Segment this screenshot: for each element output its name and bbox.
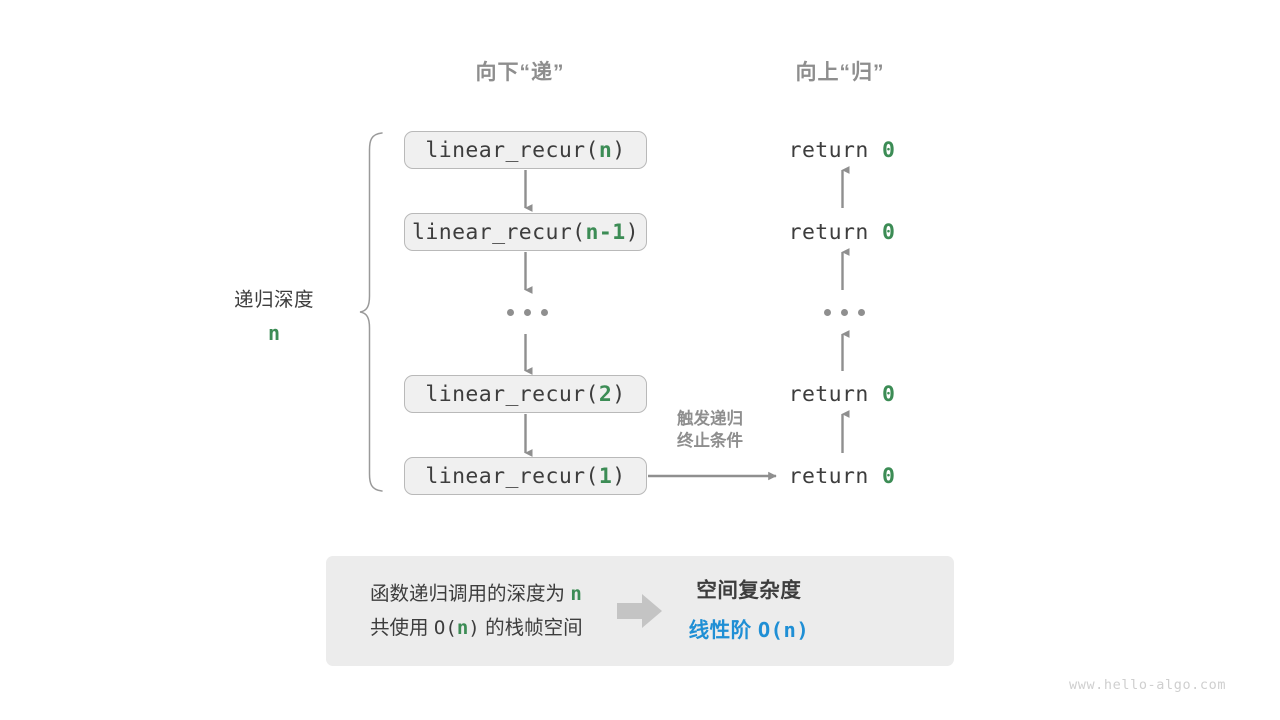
call-box-3-arg: 2	[598, 381, 613, 407]
call-box-4-prefix: linear_recur(	[425, 463, 599, 489]
complexity-title: 空间复杂度	[696, 578, 802, 602]
ellipsis-dot	[841, 309, 848, 316]
call-box-1-arg: n-1	[585, 219, 626, 245]
return-keyword: return	[788, 382, 869, 407]
summary-panel: 函数递归调用的深度为 n 共使用 O(n) 的栈帧空间 空间复杂度 线性阶 O(…	[326, 556, 954, 666]
summary-description: 函数递归调用的深度为 n 共使用 O(n) 的栈帧空间	[326, 577, 583, 646]
ellipsis-dot	[507, 309, 514, 316]
recursion-depth-value: n	[267, 321, 281, 345]
call-box-1-suffix: )	[625, 219, 639, 245]
summary-line-2-value: n	[456, 617, 469, 639]
summary-line-2-text-a: 共使用	[370, 617, 434, 639]
complexity-order-label: 线性阶	[688, 618, 758, 642]
return-label-0: return 0	[742, 138, 942, 163]
call-box-0: linear_recur(n)	[404, 131, 647, 169]
return-keyword: return	[788, 138, 869, 163]
return-label-1: return 0	[742, 220, 942, 245]
complexity-value: 线性阶 O(n)	[689, 614, 810, 648]
call-stack-ellipsis	[507, 309, 548, 316]
column-header-descend: 向下“递”	[475, 61, 565, 84]
recursion-depth-label: 递归深度 n	[174, 283, 374, 345]
ellipsis-dot	[541, 309, 548, 316]
watermark: www.hello-algo.com	[1069, 677, 1227, 693]
call-box-4: linear_recur(1)	[404, 457, 647, 495]
right-arrow-icon	[616, 594, 662, 628]
return-keyword: return	[788, 464, 869, 489]
return-value: 0	[882, 138, 896, 163]
call-box-0-prefix: linear_recur(	[425, 137, 599, 163]
ellipsis-dot	[858, 309, 865, 316]
return-value: 0	[882, 464, 896, 489]
return-value: 0	[882, 382, 896, 407]
termination-note-line2: 终止条件	[677, 432, 743, 451]
summary-line-2-close: )	[468, 617, 480, 639]
call-box-1: linear_recur(n-1)	[404, 213, 647, 251]
ellipsis-dot	[524, 309, 531, 316]
call-box-4-suffix: )	[612, 463, 626, 489]
call-box-1-prefix: linear_recur(	[412, 219, 586, 245]
return-value: 0	[882, 220, 896, 245]
call-box-0-suffix: )	[612, 137, 626, 163]
ellipsis-dot	[824, 309, 831, 316]
complexity-bigo: O(n)	[757, 617, 810, 642]
summary-line-2-text-b: 的栈帧空间	[479, 617, 583, 639]
summary-line-1-text: 函数递归调用的深度为	[370, 582, 571, 605]
summary-line-1: 函数递归调用的深度为 n	[370, 577, 583, 611]
call-box-3-prefix: linear_recur(	[425, 381, 599, 407]
summary-conclusion: 空间复杂度 线性阶 O(n)	[689, 575, 810, 648]
column-header-ascend: 向上“归”	[795, 61, 885, 84]
summary-line-1-value: n	[570, 582, 582, 605]
call-box-3: linear_recur(2)	[404, 375, 647, 413]
termination-note-line1: 触发递归	[677, 410, 743, 428]
return-keyword: return	[788, 220, 869, 245]
return-label-4: return 0	[742, 464, 942, 489]
call-box-4-arg: 1	[598, 463, 613, 489]
call-box-3-suffix: )	[612, 381, 626, 407]
termination-note: 触发递归 终止条件	[648, 408, 772, 453]
return-label-3: return 0	[742, 382, 942, 407]
call-box-0-arg: n	[598, 137, 613, 163]
summary-line-2: 共使用 O(n) 的栈帧空间	[370, 611, 583, 645]
summary-line-2-bigo: O(	[433, 617, 457, 639]
return-stack-ellipsis	[824, 309, 865, 316]
recursion-depth-text: 递归深度	[233, 289, 314, 311]
